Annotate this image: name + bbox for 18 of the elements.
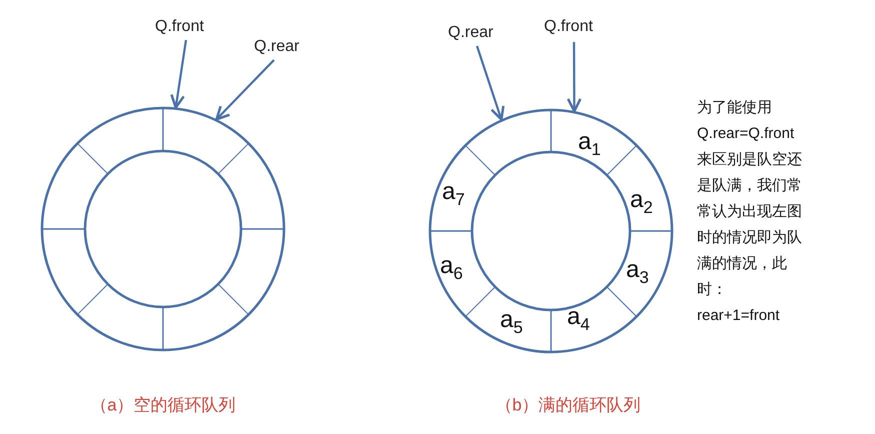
- element-label: a$_{3}$: [626, 256, 649, 288]
- element-label: a$_{6}$: [440, 252, 463, 284]
- pointer-label: Q.front: [544, 18, 593, 36]
- figure-caption: （b）满的循环队列: [495, 394, 641, 416]
- note-paragraph: 为了能使用Q.rear=Q.front来区别是队空还是队满，我们常常认为出现左图时的情况即为队满的情况，此时：rear+1=front: [697, 98, 803, 326]
- figure-caption: （a）空的循环队列: [90, 394, 236, 416]
- pointer-arrow: [215, 59, 275, 121]
- element-label: a$_{7}$: [442, 178, 465, 210]
- element-label: a$_{5}$: [500, 306, 523, 338]
- element-label: a$_{1}$: [578, 128, 601, 160]
- pointer-label: Q.rear: [448, 24, 494, 42]
- pointer-label: Q.front: [155, 18, 204, 36]
- element-label: a$_{2}$: [630, 186, 653, 218]
- element-label: a$_{4}$: [567, 303, 590, 335]
- pointer-arrow: [566, 42, 582, 112]
- pointer-arrow: [476, 46, 505, 121]
- pointer-label: Q.rear: [254, 38, 300, 56]
- pointer-arrow: [170, 40, 188, 109]
